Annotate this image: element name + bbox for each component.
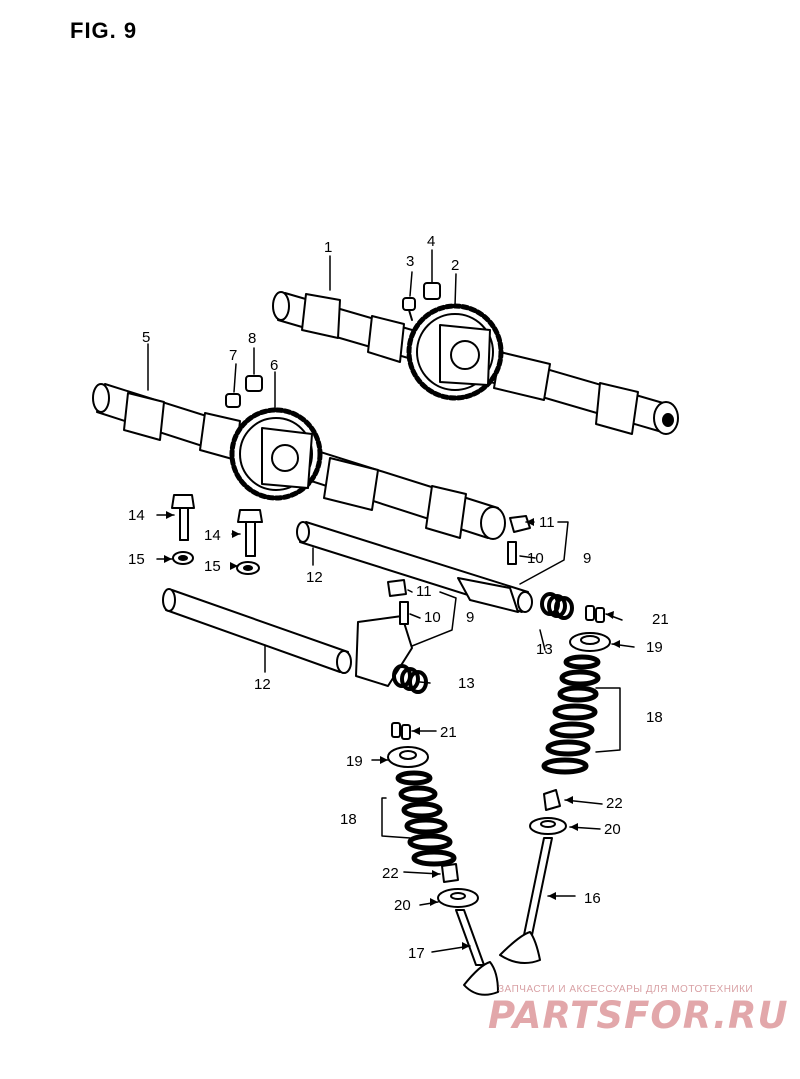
callout-18-right: 18 <box>646 709 663 726</box>
callout-5: 5 <box>142 329 150 346</box>
spring-13-upper <box>540 592 574 620</box>
stem-seal-22-left <box>441 863 459 883</box>
callout-20-right: 20 <box>604 821 621 838</box>
callout-2: 2 <box>451 257 459 274</box>
spring-seat-20-right <box>529 817 567 835</box>
callout-20-left: 20 <box>394 897 411 914</box>
spring-seat-20-left <box>437 888 479 908</box>
callout-4: 4 <box>427 233 435 250</box>
exhaust-valve-16 <box>499 837 553 965</box>
callout-3: 3 <box>406 253 414 270</box>
callout-7: 7 <box>229 347 237 364</box>
callout-14-left: 14 <box>128 507 145 524</box>
leader-lines <box>147 249 635 953</box>
callout-19-left: 19 <box>346 753 363 770</box>
callout-16: 16 <box>584 890 601 907</box>
callout-15-right: 15 <box>204 558 221 575</box>
sprocket-upper <box>406 303 504 401</box>
callout-17: 17 <box>408 945 425 962</box>
callout-1: 1 <box>324 239 332 256</box>
valve-spring-18-left <box>395 770 457 867</box>
rocker-arm-upper <box>457 577 519 613</box>
callout-15-left: 15 <box>128 551 145 568</box>
callout-18-left: 18 <box>340 811 357 828</box>
nut-11-upper <box>509 515 531 533</box>
callout-11-lower: 11 <box>416 583 432 600</box>
callout-6: 6 <box>270 357 278 374</box>
rocker-shaft-lower <box>162 588 352 674</box>
leader-arrows <box>164 511 620 950</box>
callout-14-right: 14 <box>204 527 221 544</box>
watermark-subtitle: ЗАПЧАСТИ И АКСЕССУАРЫ ДЛЯ МОТОТЕХНИКИ <box>498 984 754 995</box>
callout-13-upper: 13 <box>536 641 553 658</box>
washer-15-left <box>172 551 194 565</box>
callout-10-lower: 10 <box>424 609 441 626</box>
callout-12-lower: 12 <box>254 676 271 693</box>
nut-11-lower <box>387 579 407 597</box>
intake-valve-17 <box>455 909 499 996</box>
callout-12-upper: 12 <box>306 569 323 586</box>
callout-22-left: 22 <box>382 865 399 882</box>
watermark-logo: PARTSFOR.RU <box>488 994 789 1037</box>
figure-title: FIG. 9 <box>70 18 138 43</box>
bolt-14-left <box>171 494 195 541</box>
callout-13-lower: 13 <box>458 675 475 692</box>
stem-seal-22-right <box>543 789 561 811</box>
adjust-screw-10-lower <box>399 601 409 625</box>
callout-9-lower: 9 <box>466 609 474 626</box>
callout-19-right: 19 <box>646 639 663 656</box>
spring-13-lower <box>392 664 428 694</box>
adjust-screw-10-upper <box>507 541 517 565</box>
bolt-7 <box>225 393 241 408</box>
callout-8: 8 <box>248 330 256 347</box>
washer-15-right <box>236 561 260 575</box>
cotter-21-right <box>585 605 605 623</box>
callout-10-upper: 10 <box>527 550 544 567</box>
callout-21-right: 21 <box>652 611 669 628</box>
retainer-19-right <box>569 632 611 652</box>
callout-9-upper: 9 <box>583 550 591 567</box>
cotter-21-left <box>391 722 411 740</box>
bolt-3 <box>402 297 416 321</box>
callout-11-upper: 11 <box>539 514 555 531</box>
bolt-14-right <box>237 509 263 557</box>
callout-22-right: 22 <box>606 795 623 812</box>
callout-numbers: 1 4 3 2 5 8 7 6 14 14 15 15 12 12 11 10 … <box>128 233 669 962</box>
valve-spring-18-right <box>541 654 601 775</box>
callout-21-left: 21 <box>440 724 457 741</box>
bolt-8 <box>245 375 263 392</box>
bolt-4 <box>423 282 441 300</box>
retainer-19-left <box>387 746 429 768</box>
sprocket-lower <box>229 407 323 501</box>
